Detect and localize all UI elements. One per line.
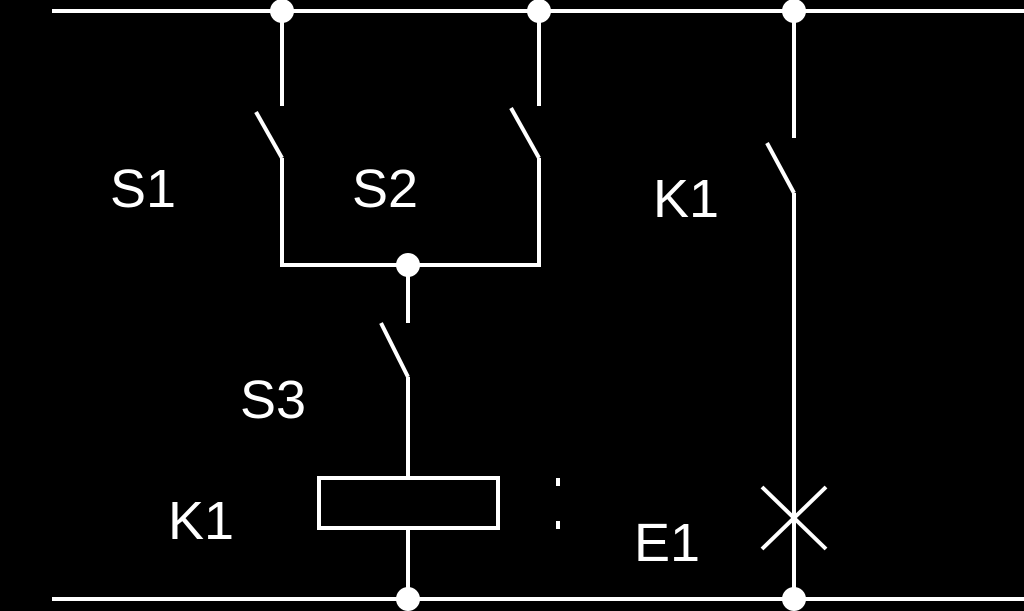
- junction-node: [396, 587, 420, 611]
- junction-node: [782, 0, 806, 23]
- contact-k1: [765, 11, 796, 599]
- junction-node: [527, 0, 551, 23]
- junction-node: [270, 0, 294, 23]
- lamp-e1-icon: [760, 485, 828, 551]
- label-s3: S3: [240, 370, 306, 430]
- label-s1: S1: [110, 159, 176, 219]
- label-s2: S2: [352, 159, 418, 219]
- junction-node: [396, 253, 420, 277]
- junction-node: [782, 587, 806, 611]
- switch-s1: [254, 11, 284, 265]
- switch-s3: [379, 265, 410, 478]
- relay-coil-k1: [317, 476, 500, 530]
- label-k1-contact: K1: [653, 169, 719, 229]
- switch-s2: [509, 11, 541, 265]
- label-k1-coil: K1: [168, 491, 234, 551]
- label-e1: E1: [634, 513, 700, 573]
